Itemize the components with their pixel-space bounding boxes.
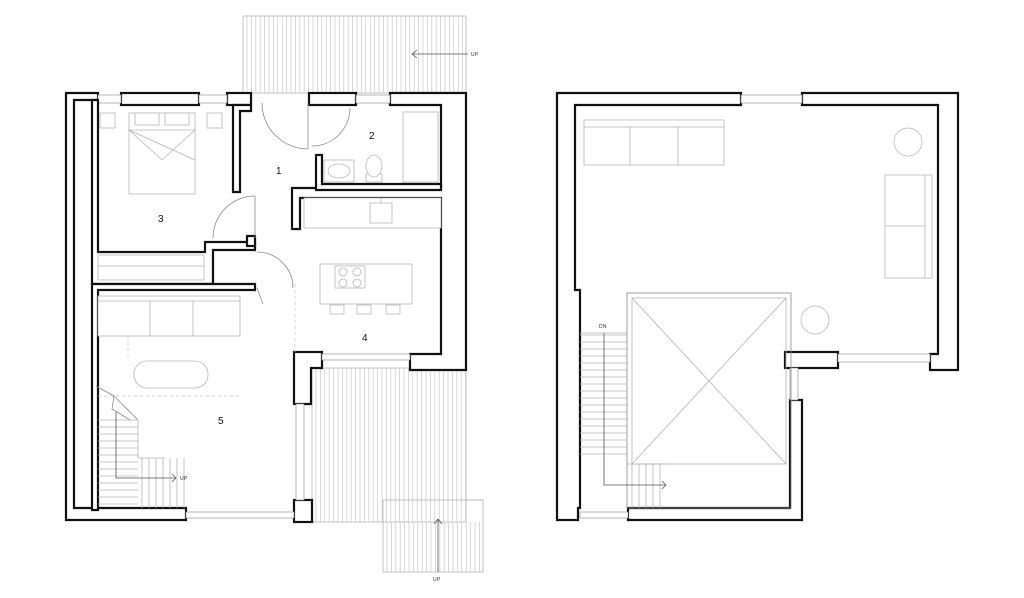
ground-windows [97, 94, 411, 519]
ground-stair [95, 385, 185, 508]
stair-labels: UP UP UP DN [115, 49, 667, 583]
bedroom-furniture [97, 112, 223, 281]
room-3-label: 3 [158, 214, 164, 225]
top-deck [242, 15, 467, 94]
down-arrow-icon [603, 333, 667, 490]
living-furniture [97, 284, 296, 397]
bottom-deck [311, 367, 484, 573]
upper-stair [580, 332, 666, 508]
ground-doors [212, 102, 351, 305]
bottom-steps-outline [382, 499, 484, 573]
up-label-stair: UP [180, 476, 188, 482]
bathroom-fixtures [323, 111, 439, 183]
up-arrow-icon [411, 49, 468, 59]
kitchen-furniture [303, 197, 442, 315]
bottom-deck-outline [311, 367, 467, 523]
room-4-label: 4 [362, 333, 368, 344]
up-arrow-bottom-icon [433, 518, 443, 572]
ground-floor-plan [64, 15, 484, 573]
room-2-label: 2 [369, 131, 375, 142]
upper-furniture [583, 119, 933, 335]
up-label-bottom: UP [433, 577, 441, 583]
stair-arrow-icon [115, 412, 177, 483]
dn-label: DN [599, 324, 607, 330]
upper-windows [579, 94, 931, 519]
room-labels: 1 2 3 4 5 [158, 131, 375, 427]
up-label-top: UP [471, 52, 479, 58]
upper-floor-plan [555, 91, 960, 522]
top-deck-outline [242, 15, 467, 94]
room-5-label: 5 [218, 416, 224, 427]
double-height-void [626, 292, 792, 509]
room-1-label: 1 [276, 166, 282, 177]
